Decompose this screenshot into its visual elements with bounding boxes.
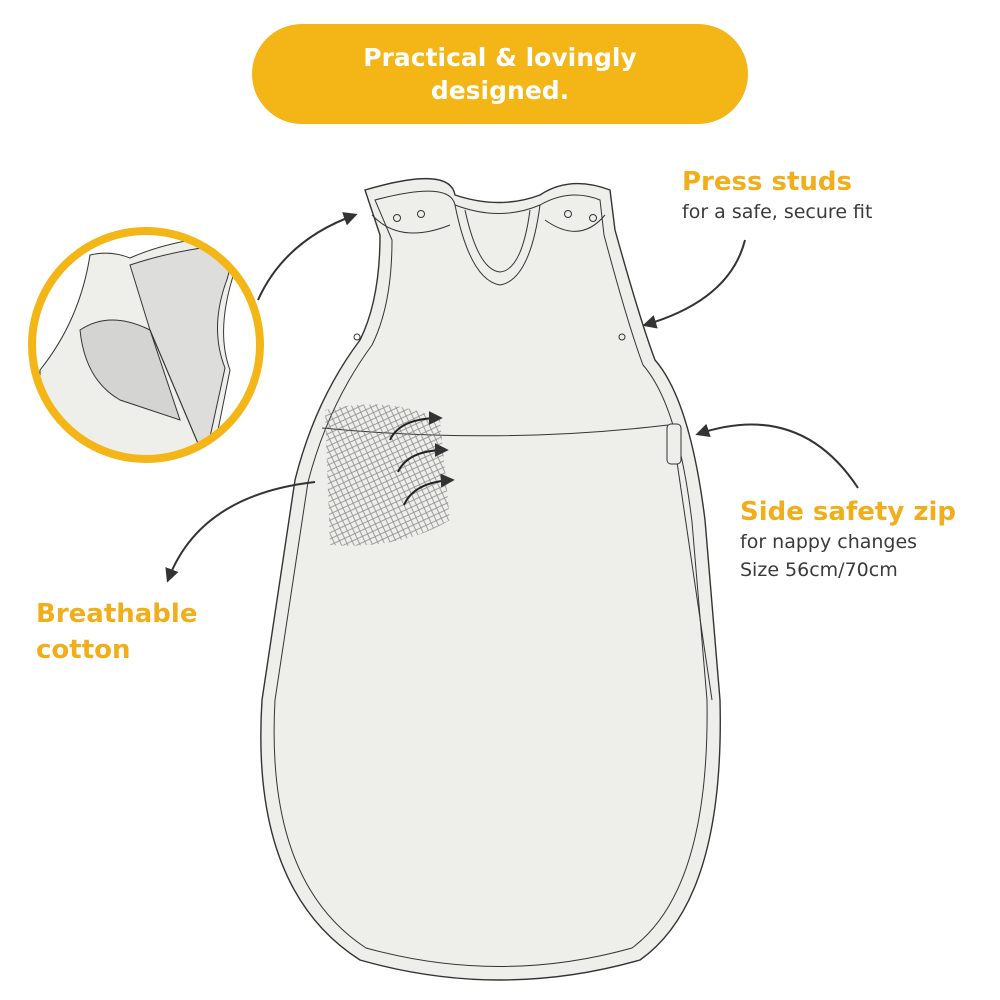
callout-breathable-cotton: Breathable cotton — [36, 596, 197, 668]
side-zip-title: Side safety zip — [740, 497, 956, 527]
press-studs-title: Press studs — [682, 167, 853, 197]
headline-line-1: Practical & lovingly — [363, 43, 637, 72]
press-studs-arrow-icon — [642, 239, 746, 329]
breathable-arrow-icon — [165, 481, 316, 583]
headline-banner: Practical & lovingly designed. — [252, 24, 748, 124]
side-zip-subtitle-1: for nappy changes — [740, 531, 918, 553]
breathable-title-2: cotton — [36, 635, 131, 665]
side-zip-subtitle-2: Size 56cm/70cm — [740, 559, 898, 581]
inset-arrow-icon — [257, 212, 358, 301]
callout-press-studs: Press studs for a safe, secure fit — [682, 166, 872, 226]
sleeping-bag-body — [260, 177, 721, 981]
callout-side-zip: Side safety zip for nappy changes Size 5… — [740, 496, 956, 584]
breathable-title-1: Breathable — [36, 599, 198, 629]
inset-detail-circle — [28, 227, 264, 463]
mesh-texture — [325, 404, 450, 546]
zip-arrow-icon — [695, 423, 859, 489]
press-studs-subtitle: for a safe, secure fit — [682, 201, 873, 223]
headline-line-2: designed. — [430, 76, 570, 105]
zip-pull-icon — [666, 423, 682, 465]
